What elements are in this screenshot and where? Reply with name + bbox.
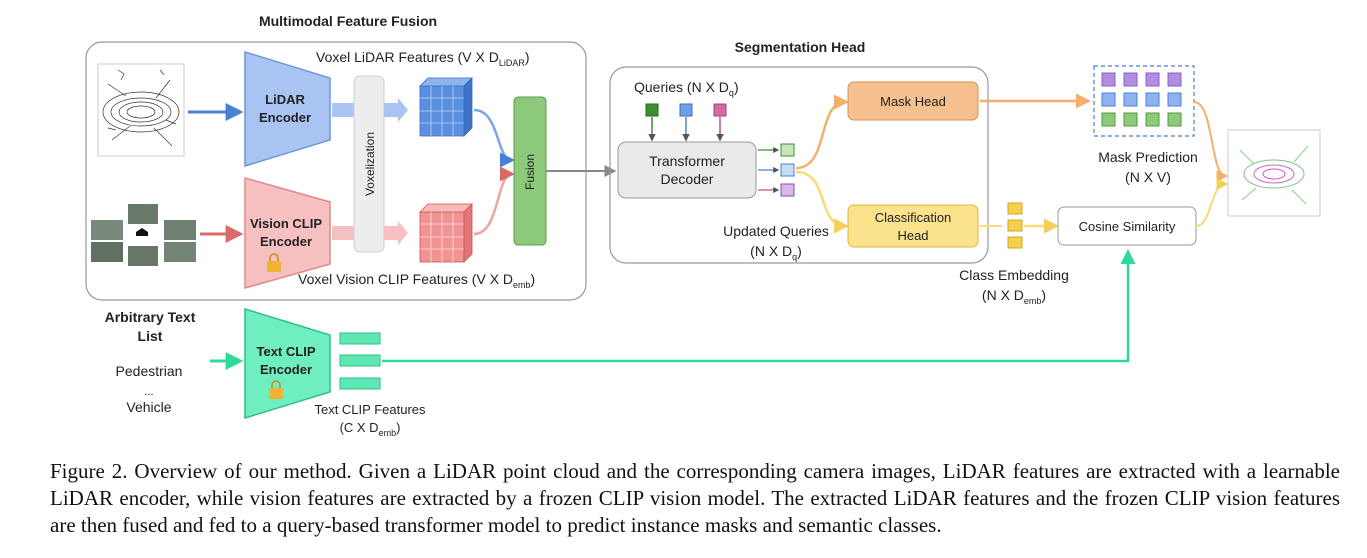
mask-prediction-label-2: (N X V): [1125, 169, 1171, 185]
text-list-item-vehicle: Vehicle: [126, 399, 171, 415]
updated-query-cubes: [780, 143, 795, 197]
class-embedding-label-1: Class Embedding: [959, 267, 1069, 283]
text-list-title-1: Arbitrary Text: [105, 309, 196, 325]
multimodal-title: Multimodal Feature Fusion: [259, 13, 437, 29]
lidar-encoder-label-2: Encoder: [259, 110, 311, 125]
mask-head-label: Mask Head: [880, 94, 946, 109]
class-head-label-1: Classification: [875, 210, 952, 225]
lidar-to-fusion-arrow: [473, 108, 515, 168]
mask-cube: [1167, 92, 1182, 107]
classification-head-block: [847, 204, 979, 248]
mask-cube: [1101, 72, 1116, 87]
updated-queries-label-1: Updated Queries: [723, 223, 829, 239]
voxelization-label: Voxelization: [363, 132, 377, 196]
camera-images: [91, 204, 196, 266]
mask-cube: [1123, 72, 1138, 87]
class-head-label-2: Head: [897, 228, 928, 243]
text-lock-icon: [269, 380, 283, 399]
vision-encoder-label-1: Vision CLIP: [250, 216, 322, 231]
voxel-vision-cubes: [419, 203, 473, 263]
mask-cube: [1123, 112, 1138, 127]
text-features-to-cosine-arrow: [382, 249, 1136, 363]
mask-prediction-cubes: [1101, 72, 1182, 127]
mask-prediction-label-1: Mask Prediction: [1098, 149, 1198, 165]
lidar-encoder-label-1: LiDAR: [265, 92, 305, 107]
mask-cube: [1167, 72, 1182, 87]
transformer-decoder-block: [617, 141, 757, 199]
method-diagram: Multimodal Feature Fusion Segmentation H…: [85, 13, 1321, 438]
class-to-output-arrow: [1195, 178, 1229, 227]
mask-to-output-arrow: [1193, 101, 1229, 182]
voxel-lidar-features-label: Voxel LiDAR Features (V X DLiDAR): [316, 49, 530, 68]
voxel-lidar-cubes: [419, 77, 473, 137]
mask-cube: [1145, 112, 1160, 127]
lidar-point-cloud-image: [97, 63, 185, 157]
figure-caption: Figure 2. Overview of our method. Given …: [50, 459, 1340, 537]
text-encoder-label-1: Text CLIP: [257, 344, 316, 359]
mask-cube: [1167, 112, 1182, 127]
text-list-title-2: List: [138, 328, 163, 344]
vision-clip-encoder: [244, 177, 331, 289]
voxel-to-vision-cubes-arrow: [384, 221, 408, 245]
car-icon: [136, 228, 148, 236]
decoder-label-1: Transformer: [649, 153, 725, 169]
text-clip-features-label-2: (C X Demb): [340, 420, 401, 438]
voxelization-block: [353, 75, 385, 253]
mask-cube: [1145, 92, 1160, 107]
lidar-encoder: [244, 50, 331, 168]
lock-icon: [267, 253, 281, 272]
query-to-class-head-arrow: [795, 170, 849, 234]
mask-cube: [1123, 92, 1138, 107]
mask-cube: [1101, 112, 1116, 127]
text-clip-feature-bars: [339, 332, 381, 390]
query-cubes: [645, 103, 727, 117]
voxel-vision-features-label: Voxel Vision CLIP Features (V X Demb): [298, 271, 535, 290]
text-clip-features-label-1: Text CLIP Features: [314, 402, 426, 417]
segmented-point-cloud-image: [1227, 129, 1321, 217]
voxel-to-lidar-cubes-arrow: [384, 98, 408, 122]
fusion-label: Fusion: [523, 154, 537, 190]
query-to-mask-head-arrow: [795, 94, 849, 170]
queries-label: Queries (N X Dq): [634, 79, 739, 98]
vision-encoder-label-2: Encoder: [260, 234, 312, 249]
mask-head-block: [847, 81, 979, 121]
updated-queries-label-2: (N X Dq): [750, 243, 802, 262]
mask-cube: [1101, 92, 1116, 107]
class-embedding-label-2: (N X Demb): [982, 287, 1046, 306]
decoder-label-2: Decoder: [661, 171, 714, 187]
class-embedding-cubes: [1007, 202, 1023, 249]
vision-to-fusion-arrow: [473, 166, 515, 236]
mask-cube: [1145, 72, 1160, 87]
segmentation-head-container: [609, 66, 989, 264]
cosine-similarity-label: Cosine Similarity: [1079, 219, 1176, 234]
text-list-item-pedestrian: Pedestrian: [116, 363, 183, 379]
text-encoder-label-2: Encoder: [260, 362, 312, 377]
text-list-item-ellipsis: ...: [144, 386, 153, 398]
text-clip-encoder: [244, 307, 331, 420]
segmentation-head-title: Segmentation Head: [735, 39, 866, 55]
